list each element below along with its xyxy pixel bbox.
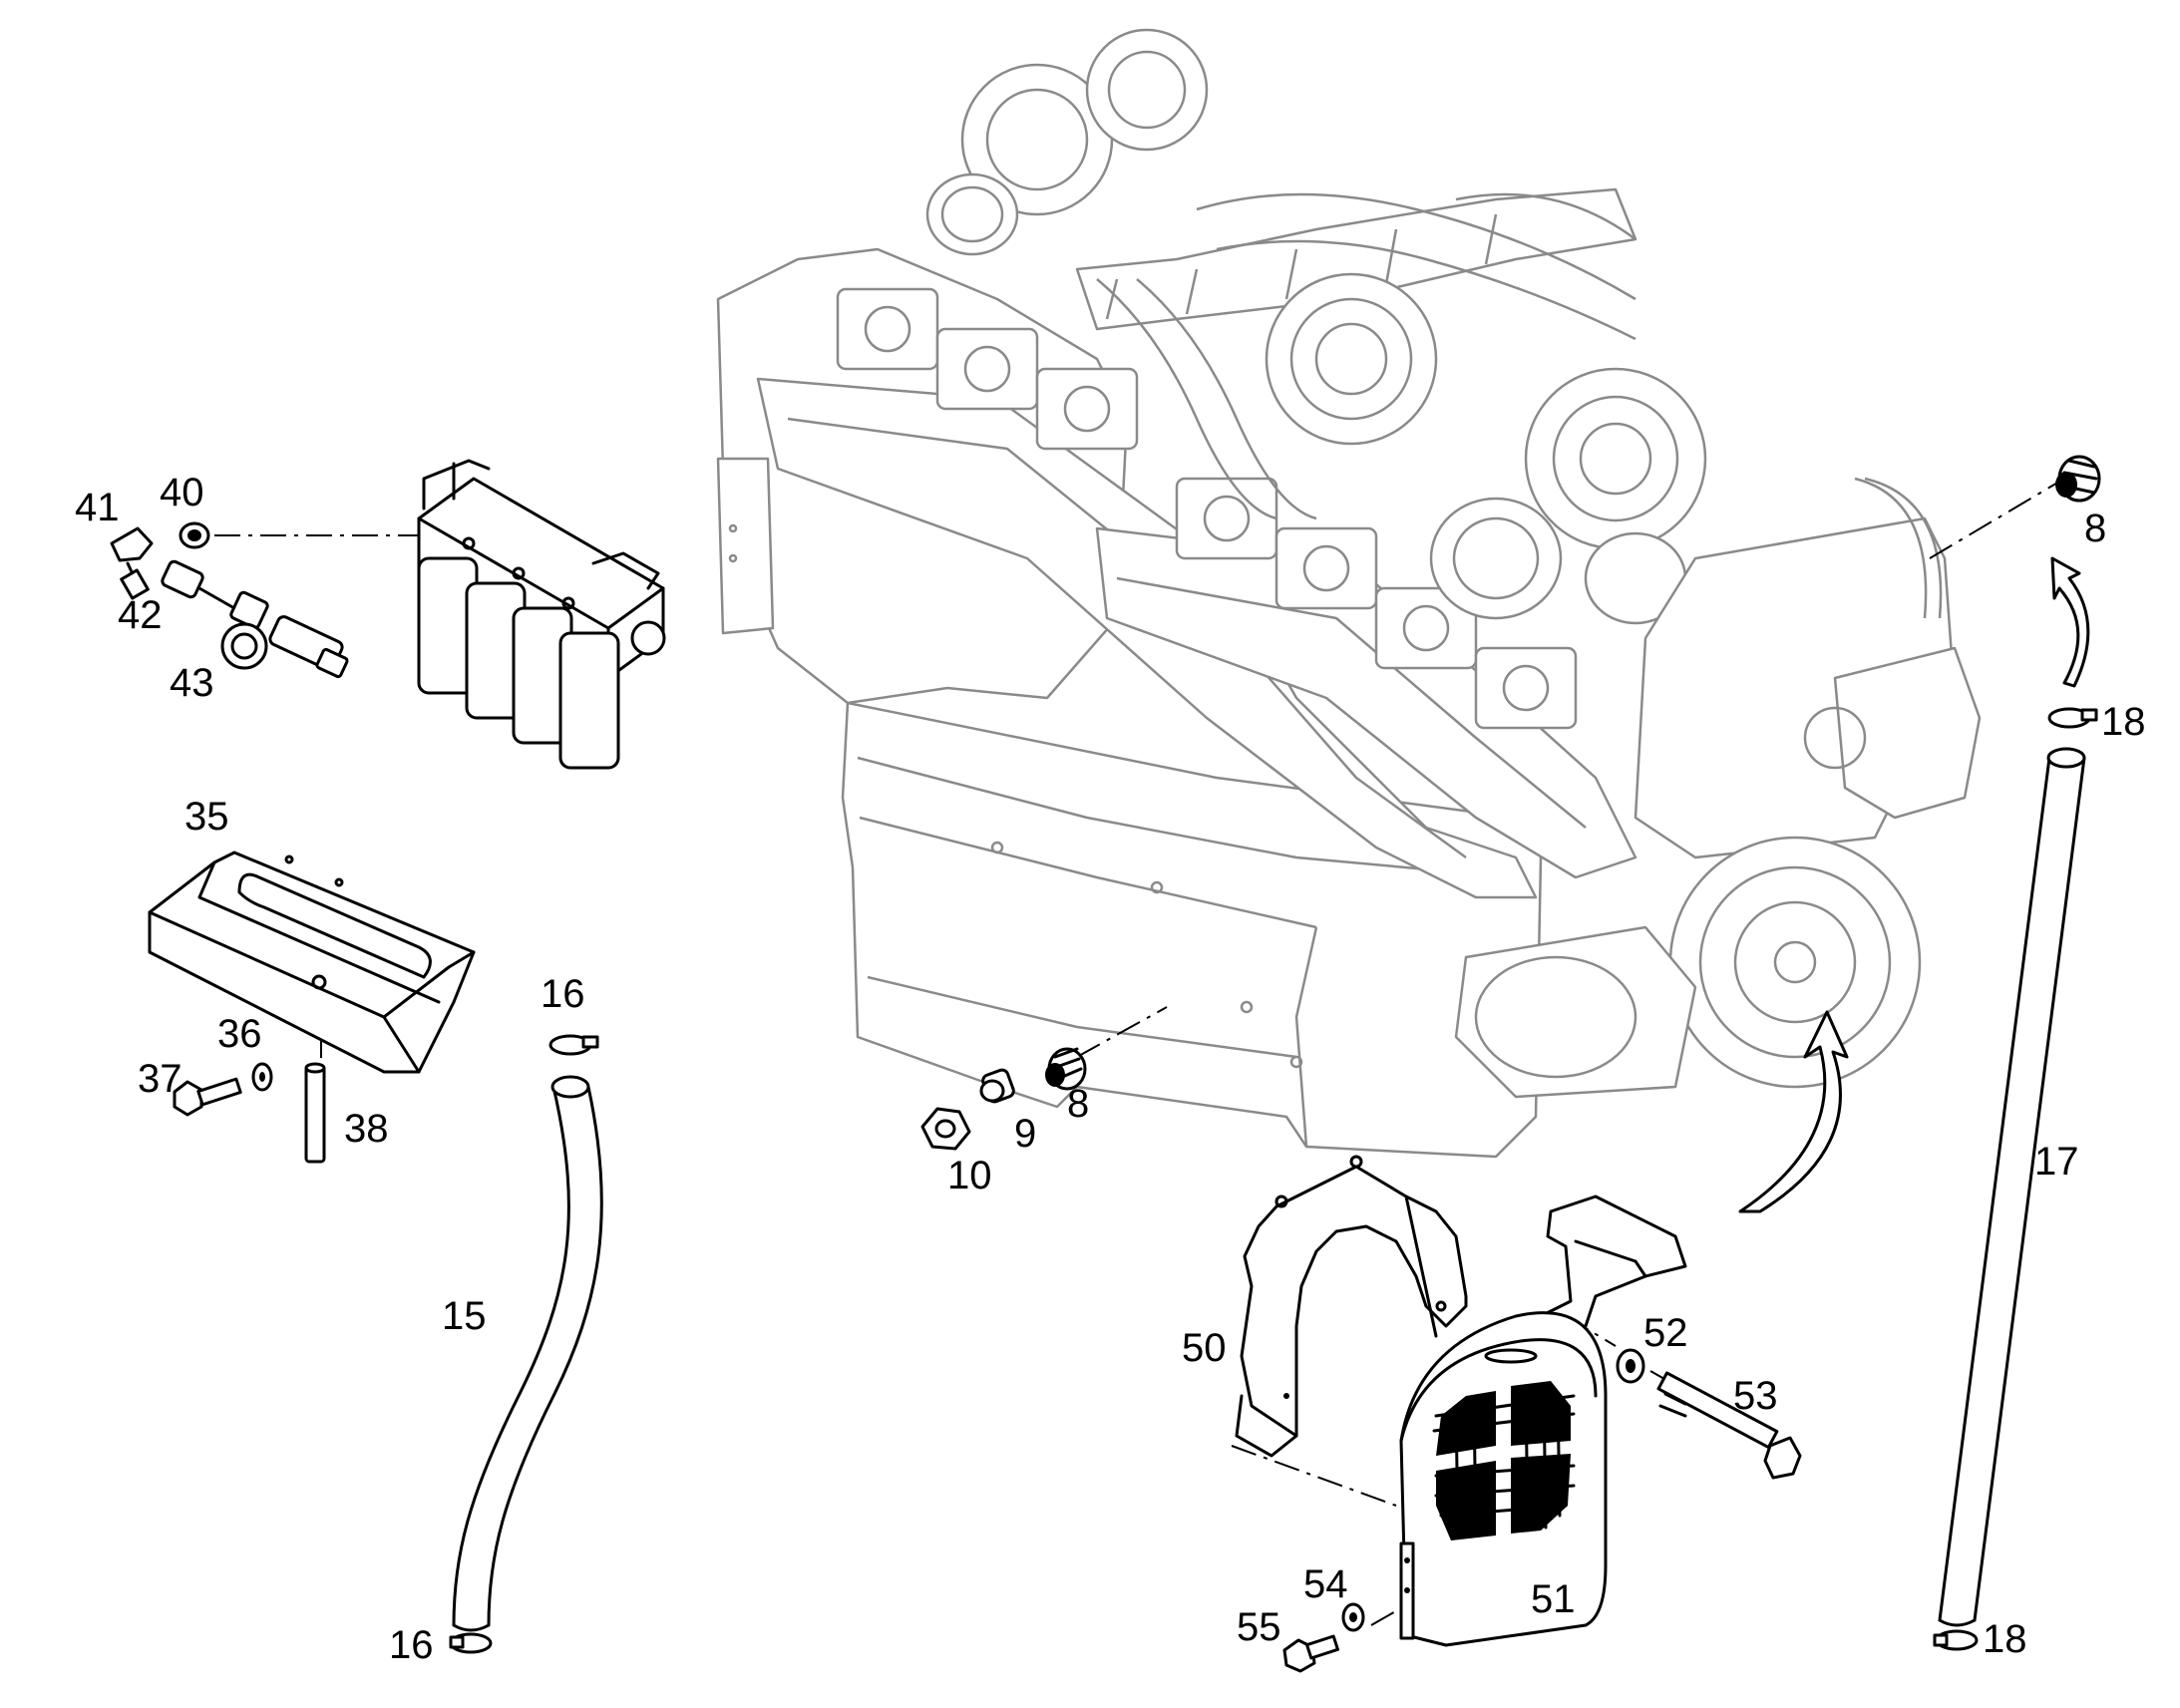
callout-55: 55 — [1237, 1605, 1281, 1649]
hose-15 — [452, 1075, 603, 1632]
callout-labels: 41 40 42 43 35 36 37 38 16 15 16 10 9 8 … — [75, 471, 2146, 1667]
clamp-18-top — [2047, 707, 2098, 729]
guard-plate-50 — [1235, 1155, 1468, 1458]
callout-54: 54 — [1303, 1562, 1348, 1606]
fitting-8-center — [1045, 1047, 1087, 1091]
fan-guard-51 — [1399, 1311, 1608, 1647]
rotation-arrow-right — [2050, 556, 2090, 688]
callout-8-right: 8 — [2084, 507, 2106, 550]
tray-35 — [148, 851, 476, 1074]
bracket — [1539, 1195, 1687, 1328]
fitting-41 — [110, 526, 154, 600]
fitting-40 — [179, 521, 210, 549]
callout-18-bottom: 18 — [1983, 1617, 2027, 1661]
bolt-37 — [173, 1077, 242, 1117]
nut-10 — [920, 1107, 971, 1151]
engine-assembly — [716, 28, 1982, 1159]
washer-36 — [251, 1062, 273, 1092]
callout-10: 10 — [947, 1154, 992, 1197]
clamp-16-top — [548, 1034, 599, 1056]
callout-15: 15 — [442, 1294, 487, 1338]
callout-17: 17 — [2034, 1140, 2079, 1184]
callout-18-top: 18 — [2101, 700, 2146, 744]
clamp-18-bottom — [1933, 1629, 1979, 1651]
callout-38: 38 — [344, 1107, 389, 1151]
callout-51: 51 — [1531, 1577, 1576, 1621]
pin-38 — [304, 1062, 326, 1164]
callout-43: 43 — [170, 661, 214, 705]
rotation-arrow-front — [1738, 1010, 1849, 1213]
callout-50: 50 — [1182, 1326, 1227, 1370]
callout-35: 35 — [184, 795, 229, 839]
washer-54 — [1341, 1602, 1365, 1632]
fuel-filter-assembly — [417, 459, 666, 770]
callout-37: 37 — [138, 1057, 182, 1101]
callout-36: 36 — [217, 1012, 262, 1056]
callout-42: 42 — [118, 593, 163, 637]
callout-16-bottom: 16 — [389, 1623, 434, 1667]
bolt-53 — [1656, 1371, 1802, 1480]
plug-9 — [979, 1068, 1015, 1104]
callout-53: 53 — [1733, 1374, 1778, 1418]
washer-52 — [1616, 1348, 1645, 1384]
fitting-8-right — [2055, 455, 2101, 503]
fan-guard-grille — [1432, 1381, 1576, 1540]
callout-9: 9 — [1014, 1112, 1036, 1156]
callout-16-top: 16 — [541, 972, 585, 1016]
callout-52: 52 — [1643, 1311, 1688, 1355]
clamp-16-bottom — [449, 1632, 493, 1654]
callout-8-center: 8 — [1067, 1082, 1089, 1126]
fitting-42 — [161, 559, 236, 610]
hose-17 — [1938, 747, 2086, 1627]
callout-40: 40 — [160, 471, 204, 514]
bolt-55 — [1282, 1634, 1339, 1673]
callout-41: 41 — [75, 486, 120, 529]
valve-43 — [220, 590, 349, 679]
